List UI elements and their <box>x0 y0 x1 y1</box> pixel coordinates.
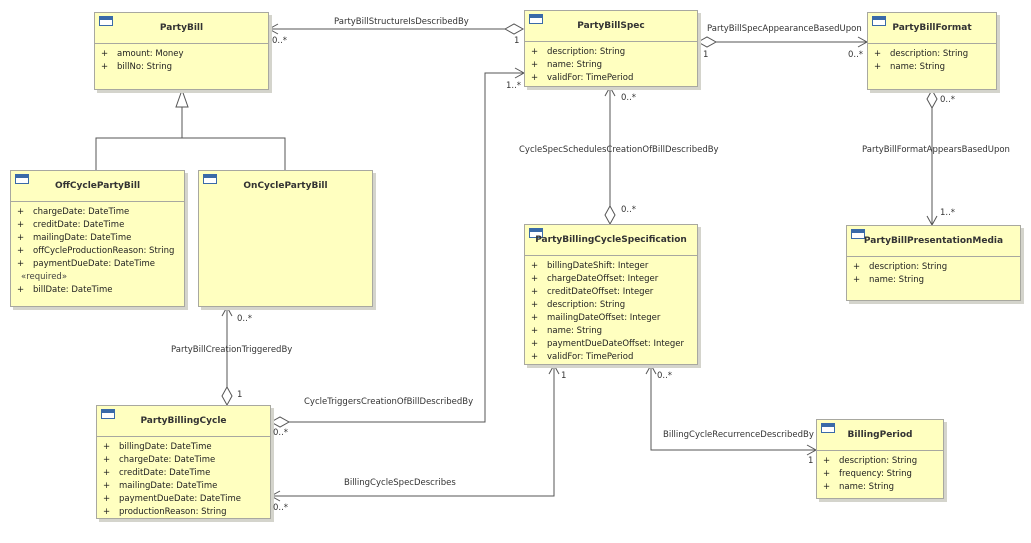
cycle-triggers-association[interactable] <box>269 67 526 428</box>
format-appears-association[interactable] <box>926 88 938 227</box>
class-icon <box>529 228 543 238</box>
attribute[interactable]: +validFor: TimePeriod <box>531 73 634 83</box>
attribute[interactable]: +validFor: TimePeriod <box>531 352 634 362</box>
class-name: BillingPeriod <box>847 430 913 440</box>
multiplicity-label: 1..* <box>506 81 522 91</box>
class-billing-period[interactable]: BillingPeriod +description: String +freq… <box>816 419 944 499</box>
multiplicity-label: 0..* <box>273 503 289 513</box>
attribute[interactable]: +billNo: String <box>101 62 172 72</box>
attribute[interactable]: +paymentDueDate: DateTime <box>17 259 156 269</box>
attribute[interactable]: +paymentDueDate: DateTime <box>103 494 242 504</box>
class-party-bill-spec[interactable]: PartyBillSpec +description: String +name… <box>524 10 698 87</box>
attribute[interactable]: +name: String <box>853 275 925 285</box>
attribute[interactable]: +creditDate: DateTime <box>103 468 211 478</box>
cycle-spec-schedules-association[interactable] <box>604 85 616 226</box>
class-name: PartyBillFormat <box>892 23 972 33</box>
class-party-bill[interactable]: PartyBill +amount: Money +billNo: String <box>94 12 269 90</box>
class-icon <box>529 14 543 24</box>
multiplicity-label: 0..* <box>273 428 289 438</box>
class-name: OnCyclePartyBill <box>243 181 328 191</box>
spec-appearance-association[interactable] <box>696 36 869 48</box>
attribute[interactable]: +billDate: DateTime <box>17 285 113 295</box>
multiplicity-label: 0..* <box>237 314 253 324</box>
association-name: PartyBillFormatAppearsBasedUpon <box>862 145 1010 155</box>
association-name: BillingCycleRecurrenceDescribedBy <box>663 430 814 440</box>
attribute[interactable]: +name: String <box>531 326 603 336</box>
creation-triggered-association[interactable] <box>221 305 233 407</box>
multiplicity-label: 0..* <box>621 93 637 103</box>
multiplicity-label: 1 <box>703 50 709 60</box>
class-name: PartyBillSpec <box>577 21 645 31</box>
class-name: PartyBill <box>159 23 204 33</box>
association-name: PartyBillSpecAppearanceBasedUpon <box>707 24 862 34</box>
attribute[interactable]: +mailingDate: DateTime <box>103 481 218 491</box>
attribute[interactable]: +amount: Money <box>101 49 184 59</box>
attribute[interactable]: +description: String <box>531 300 626 310</box>
class-name: PartyBillingCycleSpecification <box>535 235 687 245</box>
association-name: CycleTriggersCreationOfBillDescribedBy <box>304 397 474 407</box>
attribute[interactable]: +billingDateShift: Integer <box>531 261 649 271</box>
attribute[interactable]: +chargeDateOffset: Integer <box>531 274 659 284</box>
association-name: PartyBillStructureIsDescribedBy <box>334 17 469 27</box>
class-on-cycle-party-bill[interactable]: OnCyclePartyBill <box>198 170 373 307</box>
class-icon <box>203 174 217 184</box>
multiplicity-label: 1..* <box>940 208 956 218</box>
class-party-billing-cycle[interactable]: PartyBillingCycle +billingDate: DateTime… <box>96 405 271 519</box>
class-off-cycle-party-bill[interactable]: OffCyclePartyBill +chargeDate: DateTime … <box>10 170 185 307</box>
class-icon <box>821 423 835 433</box>
attribute[interactable]: +creditDateOffset: Integer <box>531 287 654 297</box>
class-party-billing-cycle-specification[interactable]: PartyBillingCycleSpecification +billingD… <box>524 224 698 365</box>
multiplicity-label: 1 <box>237 390 243 400</box>
attribute[interactable]: +billingDate: DateTime <box>103 442 212 452</box>
attribute[interactable]: +mailingDateOffset: Integer <box>531 313 661 323</box>
attribute[interactable]: +mailingDate: DateTime <box>17 233 132 243</box>
generalization-connector[interactable] <box>95 88 286 170</box>
multiplicity-label: 1 <box>561 371 567 381</box>
attribute[interactable]: +name: String <box>823 482 895 492</box>
multiplicity-label: 0..* <box>272 36 288 46</box>
class-name: PartyBillingCycle <box>140 416 227 426</box>
class-icon <box>101 409 115 419</box>
spec-describes-association[interactable] <box>269 363 560 502</box>
association-name: CycleSpecSchedulesCreationOfBillDescribe… <box>519 145 719 155</box>
association-name: BillingCycleSpecDescribes <box>344 478 456 488</box>
attribute[interactable]: +description: String <box>531 47 626 57</box>
attribute[interactable]: +paymentDueDateOffset: Integer <box>531 339 685 349</box>
multiplicity-label: 0..* <box>940 95 956 105</box>
multiplicity-label: 0..* <box>848 50 864 60</box>
bill-structure-association[interactable] <box>267 23 525 35</box>
class-icon <box>872 16 886 26</box>
class-party-bill-presentation-media[interactable]: PartyBillPresentationMedia +description:… <box>846 225 1021 301</box>
attribute[interactable]: +description: String <box>874 49 969 59</box>
attribute[interactable]: +chargeDate: DateTime <box>17 207 130 217</box>
class-icon <box>15 174 29 184</box>
class-name: OffCyclePartyBill <box>54 181 141 191</box>
association-name: PartyBillCreationTriggeredBy <box>171 345 293 355</box>
attribute[interactable]: +description: String <box>853 262 948 272</box>
attribute[interactable]: +creditDate: DateTime <box>17 220 125 230</box>
multiplicity-label: 1 <box>808 456 814 466</box>
multiplicity-label: 0..* <box>657 371 673 381</box>
class-name: PartyBillPresentationMedia <box>863 236 1004 246</box>
attribute[interactable]: +name: String <box>531 60 603 70</box>
multiplicity-label: 0..* <box>621 205 637 215</box>
attribute[interactable]: +frequency: String <box>823 469 912 479</box>
attribute[interactable]: +description: String <box>823 456 918 466</box>
class-icon <box>851 229 865 239</box>
attribute[interactable]: +offCycleProductionReason: String <box>17 246 175 256</box>
stereotype-label: «required» <box>21 272 68 282</box>
attribute[interactable]: +productionReason: String <box>103 507 227 517</box>
multiplicity-label: 1 <box>514 36 520 46</box>
class-party-bill-format[interactable]: PartyBillFormat +description: String +na… <box>867 12 997 90</box>
class-icon <box>99 16 113 26</box>
attribute[interactable]: +chargeDate: DateTime <box>103 455 216 465</box>
attribute[interactable]: +name: String <box>874 62 946 72</box>
